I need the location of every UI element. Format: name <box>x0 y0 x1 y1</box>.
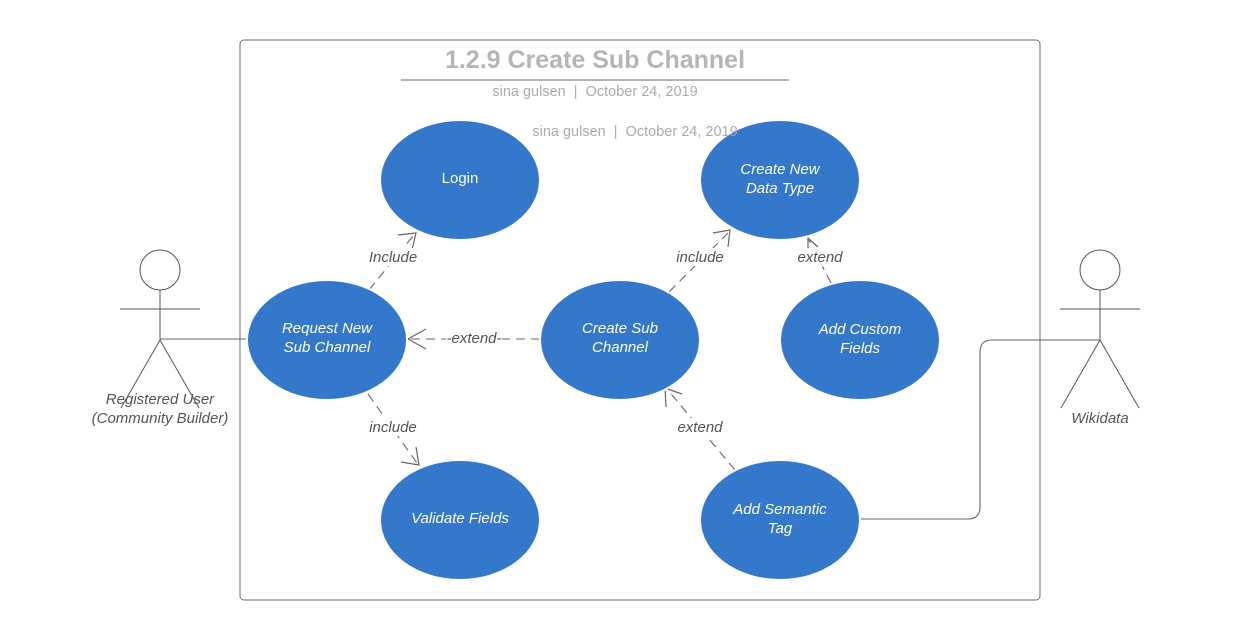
use-case-login-label: Login <box>442 170 479 187</box>
use-case-add-custom-fields[interactable]: Add Custom Fields <box>779 279 941 401</box>
relation-label-request-login: Include <box>369 249 417 266</box>
association-wikidata-semantic <box>858 339 1100 520</box>
use-case-add-custom-fields-label-2: Fields <box>840 340 881 357</box>
use-case-add-semantic-tag[interactable]: Add Semantic Tag <box>699 459 861 581</box>
diagram-subtitle: sina gulsen | October 24, 2019 <box>492 84 697 100</box>
use-case-create-data-type-label-2: Data Type <box>746 180 814 197</box>
use-case-validate-fields[interactable]: Validate Fields <box>379 459 541 581</box>
arrowhead-login <box>397 232 417 251</box>
use-case-create-sub-channel-label-1: Create Sub <box>582 320 658 337</box>
arrowhead-datatype-extend <box>807 236 819 252</box>
arrowhead-validate <box>400 446 420 466</box>
diagram-watermark: sina gulsen | October 24, 2019 <box>532 124 737 140</box>
relation-label-create-request: -extend- <box>446 330 501 347</box>
actor-wikidata[interactable]: Wikidata <box>1060 249 1140 427</box>
use-case-validate-fields-label: Validate Fields <box>411 510 509 527</box>
extend-line-custom-datatype <box>808 239 832 284</box>
stick-figure-icon <box>120 249 200 409</box>
actor-wikidata-label: Wikidata <box>1071 410 1128 427</box>
relation-labels: Include include extend -extend- include … <box>366 248 846 436</box>
use-case-create-sub-channel-label-2: Channel <box>592 339 649 356</box>
relation-label-semantic-create: extend <box>677 419 723 436</box>
use-case-login[interactable]: Login <box>379 119 541 241</box>
stick-figure-icon <box>1060 249 1140 409</box>
arrowhead-request <box>406 328 427 350</box>
relation-label-custom-datatype: extend <box>797 249 843 266</box>
use-case-create-data-type-label-1: Create New <box>740 161 820 178</box>
use-case-request-sub-channel[interactable]: Request New Sub Channel <box>246 279 408 401</box>
relation-label-request-validate: include <box>369 419 417 436</box>
diagram-title: 1.2.9 Create Sub Channel <box>445 46 745 74</box>
relation-label-create-datatype: include <box>676 249 724 266</box>
actor-registered-user-label-1: Registered User <box>106 391 215 408</box>
arrowhead-datatype <box>712 229 731 248</box>
system-boundary <box>239 39 1041 601</box>
use-case-add-custom-fields-label-1: Add Custom <box>818 321 902 338</box>
use-case-request-sub-channel-label-1: Request New <box>282 320 373 337</box>
use-case-create-data-type[interactable]: Create New Data Type <box>699 119 861 241</box>
use-case-add-semantic-tag-label-2: Tag <box>768 520 793 537</box>
actor-registered-user-label-2: (Community Builder) <box>92 410 229 427</box>
use-case-create-sub-channel[interactable]: Create Sub Channel <box>539 279 701 401</box>
actor-registered-user[interactable]: Registered User (Community Builder) <box>92 249 229 427</box>
use-case-request-sub-channel-label-2: Sub Channel <box>284 339 371 356</box>
use-case-add-semantic-tag-label-1: Add Semantic <box>732 501 827 518</box>
